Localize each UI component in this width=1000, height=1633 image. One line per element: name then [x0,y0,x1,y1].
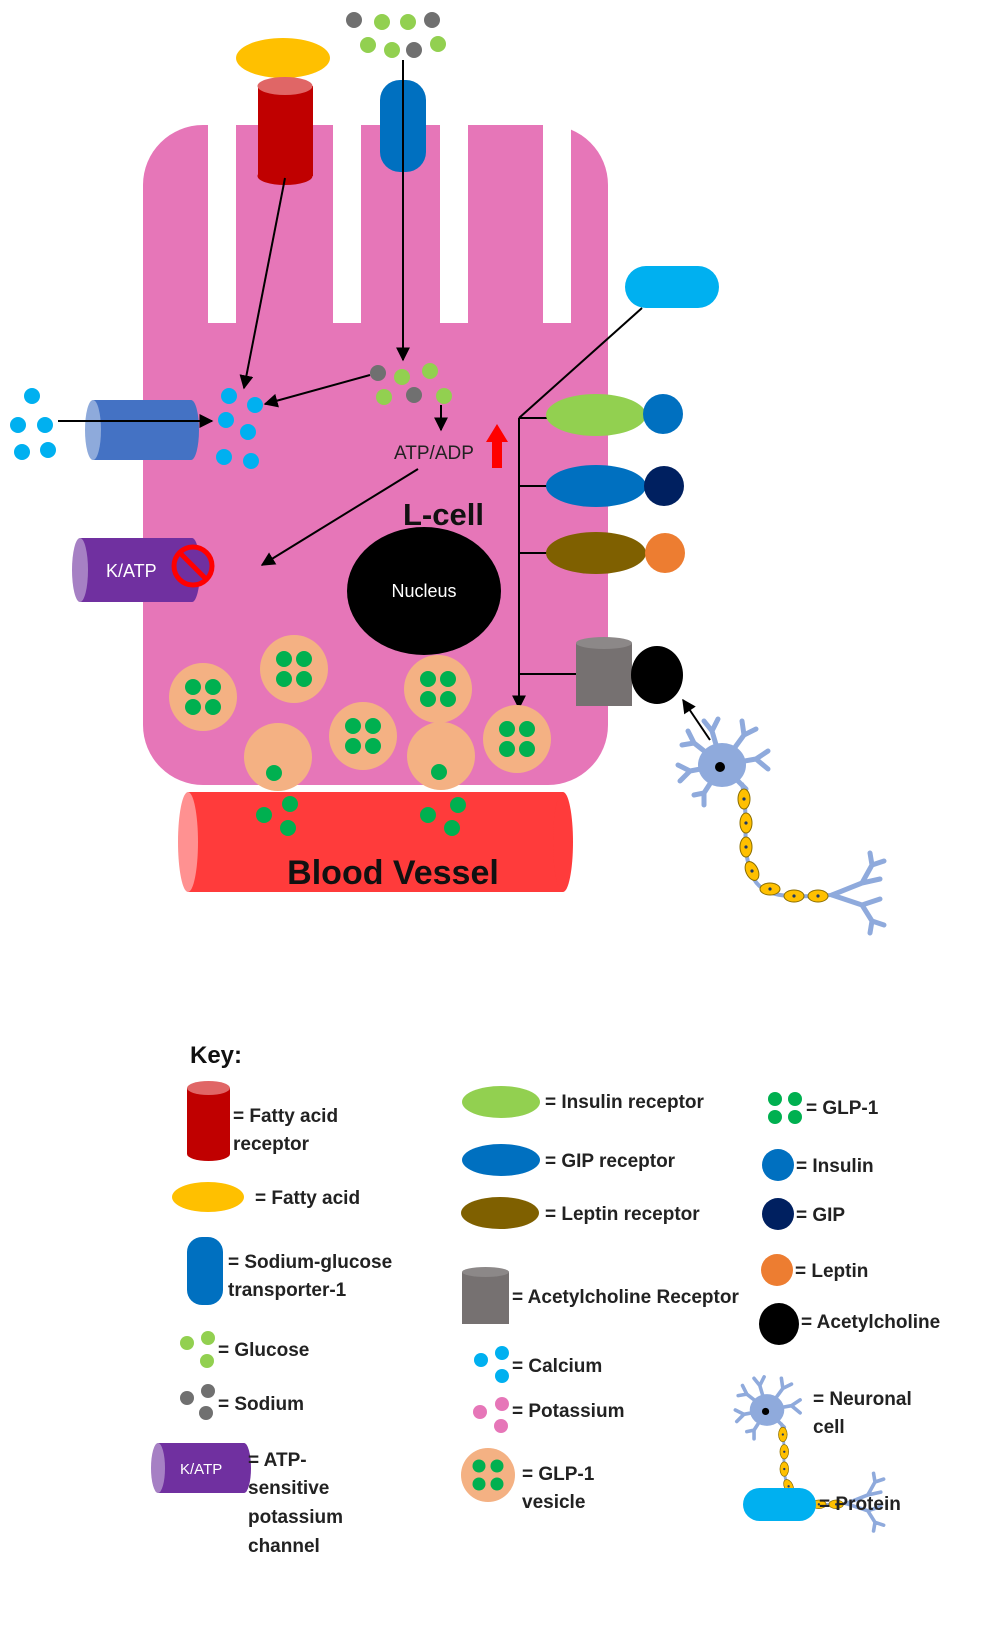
katp-label: K/ATP [106,561,157,581]
svg-text:= Fatty acid: = Fatty acid [255,1188,360,1209]
leptin [645,533,685,573]
glucose-sodium-cluster-top [346,12,446,58]
key-sglt1: = Sodium-glucose transporter-1 [187,1237,392,1305]
key-insulin: = Insulin [762,1149,874,1181]
key-neuronal-cell: = Neuronal cell [733,1375,912,1533]
key-calcium: = Calcium [474,1346,602,1383]
up-arrow-icon [486,424,508,468]
svg-text:= Protein: = Protein [819,1494,901,1515]
svg-text:= GIP: = GIP [796,1205,845,1226]
svg-text:potassium: potassium [248,1507,343,1528]
svg-text:K/ATP: K/ATP [180,1461,222,1478]
insulin-receptor [546,394,646,436]
svg-text:= ATP-: = ATP- [248,1450,307,1471]
svg-text:vesicle: vesicle [522,1492,585,1513]
svg-text:= Acetylcholine Receptor: = Acetylcholine Receptor [512,1287,739,1308]
glucose-sodium-cluster-inside [370,363,452,405]
svg-text:= Leptin receptor: = Leptin receptor [545,1204,700,1225]
svg-text:= Glucose: = Glucose [218,1340,309,1361]
svg-text:= Insulin receptor: = Insulin receptor [545,1092,705,1113]
svg-text:= Fatty acid: = Fatty acid [233,1106,338,1127]
key-title: Key: [190,1042,242,1069]
key-fatty-acid-receptor: = Fatty acid receptor [187,1081,338,1161]
calcium-inside [216,388,263,469]
key-acetylcholine: = Acetylcholine [759,1303,940,1345]
key-acetylcholine-receptor: = Acetylcholine Receptor [462,1267,739,1324]
key-leptin-receptor: = Leptin receptor [461,1197,700,1229]
key-sodium: = Sodium [180,1384,304,1420]
key-potassium: = Potassium [473,1397,624,1433]
svg-text:channel: channel [248,1536,320,1557]
calcium-outside [10,388,56,460]
key-legend: Key: = Fatty acid receptor = Fatty acid … [151,1042,940,1557]
glp1-vesicles [169,635,551,791]
gip-receptor [546,465,646,507]
microvilli [208,115,571,323]
key-katp-channel: K/ATP = ATP- sensitive potassium channel [151,1443,343,1557]
insulin [643,394,683,434]
key-glp1: = GLP-1 [768,1092,879,1124]
svg-text:= Calcium: = Calcium [512,1356,602,1377]
blood-vessel: Blood Vessel [178,792,573,892]
nucleus [347,527,501,655]
svg-text:= Insulin: = Insulin [796,1156,874,1177]
svg-text:= Sodium: = Sodium [218,1394,304,1415]
nucleus-label: Nucleus [391,581,456,601]
svg-text:= GIP receptor: = GIP receptor [545,1151,676,1172]
acetylcholine-receptor [576,637,632,706]
key-protein: = Protein [743,1488,901,1521]
leptin-receptor [546,532,646,574]
neuronal-cell [678,719,884,933]
key-fatty-acid: = Fatty acid [172,1182,360,1212]
key-gip-receptor: = GIP receptor [462,1144,676,1176]
key-insulin-receptor: = Insulin receptor [462,1086,705,1118]
svg-text:= Potassium: = Potassium [512,1401,624,1422]
svg-text:= GLP-1: = GLP-1 [522,1464,595,1485]
svg-text:= Leptin: = Leptin [795,1261,868,1282]
svg-text:= Sodium-glucose: = Sodium-glucose [228,1252,392,1273]
no-entry-icon [171,544,215,588]
svg-text:transporter-1: transporter-1 [228,1280,347,1301]
key-glucose: = Glucose [180,1331,309,1368]
atp-adp-label: ATP/ADP [394,443,474,464]
key-gip: = GIP [762,1198,845,1230]
svg-text:cell: cell [813,1417,845,1438]
protein [625,266,719,308]
protein-signal-lines [518,307,643,696]
fatty-acid-receptor [257,77,313,185]
svg-text:= Neuronal: = Neuronal [813,1389,912,1410]
fatty-acid [236,38,330,78]
cell-title: L-cell [403,497,484,532]
svg-text:= GLP-1: = GLP-1 [806,1098,879,1119]
acetylcholine [631,646,683,704]
svg-text:sensitive: sensitive [248,1478,329,1499]
calcium-channel [85,400,199,460]
gip [644,466,684,506]
key-glp1-vesicle: = GLP-1 vesicle [461,1448,595,1513]
blood-vessel-label: Blood Vessel [287,854,499,892]
svg-text:receptor: receptor [233,1134,310,1155]
key-leptin: = Leptin [761,1254,868,1286]
svg-text:= Acetylcholine: = Acetylcholine [801,1312,940,1333]
